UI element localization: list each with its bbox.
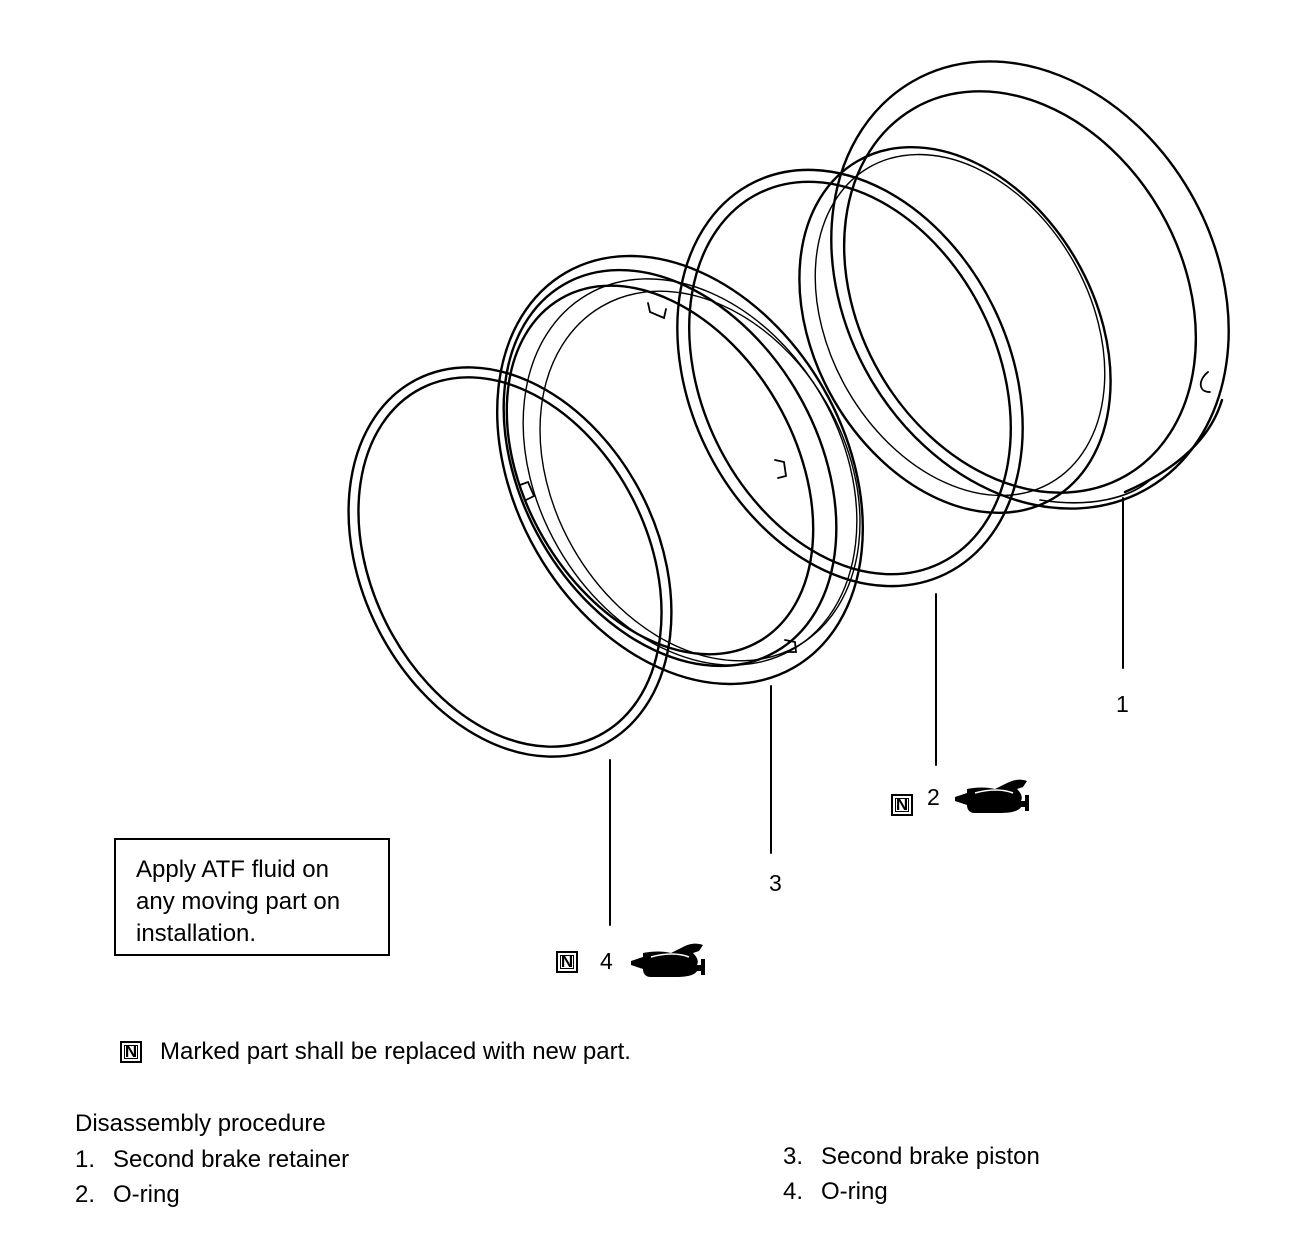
- procedure-item: 1. Second brake retainer: [75, 1148, 349, 1172]
- note-line: Apply ATF fluid on: [136, 856, 329, 883]
- procedure-item-label: O-ring: [821, 1178, 888, 1205]
- procedure-item-number: 2.: [75, 1181, 96, 1208]
- part-2-o-ring: [676, 168, 1024, 588]
- new-part-badge-icon: N: [120, 1041, 142, 1063]
- procedure-item-number: 1.: [75, 1146, 96, 1173]
- legend-text: Marked part shall be replaced with new p…: [160, 1038, 631, 1065]
- part-3-second-brake-piston: [496, 254, 864, 686]
- part-1-second-brake-retainer: [798, 60, 1230, 515]
- procedure-item-number: 3.: [783, 1143, 804, 1170]
- procedure-item-number: 4.: [783, 1178, 804, 1205]
- note-line: any moving part on: [136, 888, 341, 915]
- new-part-badge-icon: N: [556, 951, 578, 973]
- callout-part-4: 4: [600, 948, 613, 974]
- procedure-item: 3. Second brake piston: [783, 1145, 1040, 1169]
- new-part-badge-icon: N: [891, 794, 913, 816]
- part-4-o-ring: [347, 366, 673, 758]
- procedure-item-label: Second brake piston: [821, 1143, 1040, 1170]
- procedure-item: 4. O-ring: [783, 1180, 888, 1204]
- procedure-title: Disassembly procedure: [75, 1110, 326, 1137]
- procedure-item-label: Second brake retainer: [113, 1146, 350, 1173]
- atf-note-box: Apply ATF fluid on any moving part on in…: [114, 838, 390, 956]
- callout-part-2: 2: [927, 784, 940, 810]
- leader-lines: [609, 497, 1124, 926]
- note-line: installation.: [136, 920, 257, 947]
- callout-part-3: 3: [769, 870, 782, 896]
- callout-part-1: 1: [1116, 691, 1129, 717]
- oil-can-icon: [955, 779, 1029, 813]
- procedure-item: 2. O-ring: [75, 1183, 180, 1207]
- oil-can-icon: [631, 943, 705, 977]
- procedure-item-label: O-ring: [113, 1181, 180, 1208]
